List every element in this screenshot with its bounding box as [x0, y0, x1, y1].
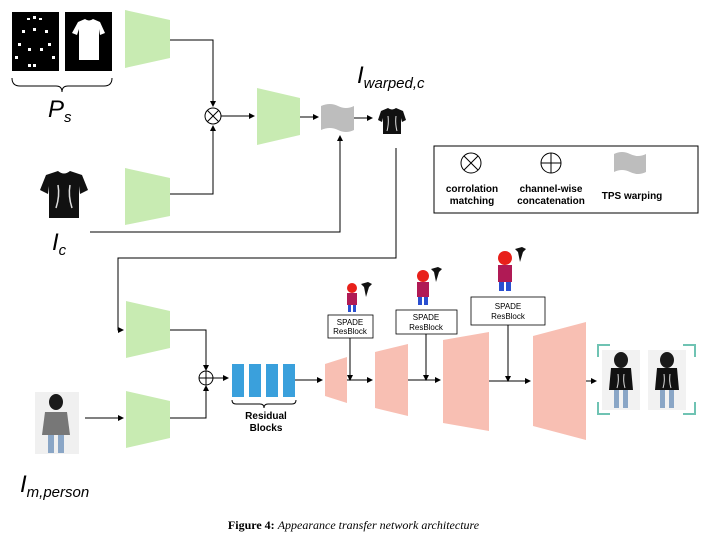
output-bracket: [597, 344, 696, 415]
residual-label-1: Residual: [245, 411, 287, 422]
person-image: [35, 392, 79, 454]
caption-text: Appearance transfer network architecture: [277, 518, 480, 532]
encoder-warped: [126, 301, 170, 358]
caption-prefix: Figure 4:: [227, 518, 275, 532]
correlation-matching-op: [204, 107, 222, 125]
svg-text:ResBlock: ResBlock: [491, 312, 526, 321]
legend-correlation-1: corrolation: [446, 184, 498, 195]
svg-text:ResBlock: ResBlock: [333, 327, 368, 336]
ip-label: Im,person: [20, 471, 89, 501]
spade-resblock-3: SPADE ResBlock: [470, 296, 546, 326]
segmentation-map-2: [417, 267, 442, 305]
decoder-block-3: [443, 332, 489, 431]
iwarped-label: Iwarped,c: [357, 62, 425, 92]
residual-label-2: Blocks: [250, 423, 283, 434]
cloth-image-ic: [40, 171, 88, 218]
tps-legend-icon: [614, 152, 646, 174]
legend-tps: TPS warping: [602, 191, 663, 202]
decoder-block-1: [325, 357, 347, 403]
legend-correlation-2: matching: [450, 196, 494, 207]
svg-text:ResBlock: ResBlock: [409, 323, 444, 332]
ps-brace: [11, 77, 113, 93]
svg-text:SPADE: SPADE: [337, 318, 364, 327]
output-image-1: [602, 350, 640, 410]
ps-label: Ps: [48, 96, 72, 126]
encoder-ic: [125, 168, 170, 225]
legend: corrolation matching channel-wise concat…: [433, 145, 699, 214]
cloth-mask-image: [65, 12, 112, 71]
spade-resblock-2: SPADE ResBlock: [395, 309, 458, 335]
decoder-block-4: [533, 322, 586, 440]
concat-legend-icon: [540, 152, 562, 174]
encoder-person: [126, 391, 170, 448]
output-image-2: [648, 350, 686, 410]
svg-text:SPADE: SPADE: [413, 313, 440, 322]
figure-caption: Figure 4: Appearance transfer network ar…: [0, 518, 707, 533]
residual-blocks: [232, 364, 295, 397]
pose-keypoint-image: [12, 12, 59, 71]
legend-concat-1: channel-wise: [520, 184, 583, 195]
segmentation-map-3: [498, 247, 526, 291]
warped-cloth-image: [378, 108, 406, 134]
ic-label: Ic: [52, 229, 67, 259]
channel-concat-op: [198, 370, 214, 386]
segmentation-map-1: [347, 282, 372, 312]
spade-resblock-1: SPADE ResBlock: [327, 314, 374, 339]
encoder-ps: [125, 10, 170, 68]
tps-warping-op: [321, 104, 354, 132]
legend-concat-2: concatenation: [517, 196, 585, 207]
correlation-legend-icon: [460, 152, 482, 174]
svg-text:SPADE: SPADE: [495, 302, 522, 311]
decoder-block-2: [375, 344, 408, 416]
regression-network: [257, 88, 300, 145]
